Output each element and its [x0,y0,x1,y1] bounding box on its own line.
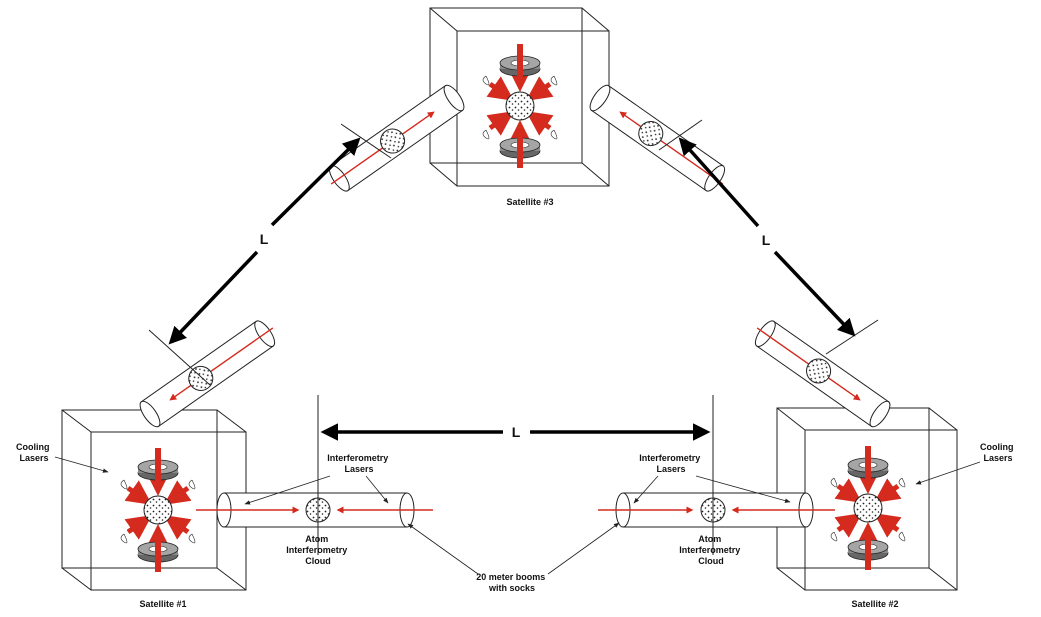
callout-booms: 20 meter booms with socks [407,522,620,593]
interf-right-line2: Lasers [656,464,685,474]
interf-left-line1: Interferometry [327,453,388,463]
svg-text:Interferometry Lasers: Interferometry Lasers [327,453,391,474]
cooling-right-line1: Cooling [980,442,1014,452]
svg-text:Atom Interferometry: Atom Interferometry Cloud [286,534,350,566]
satellite-2-label: Satellite #2 [851,599,898,609]
cooling-right-line2: Lasers [983,453,1012,463]
baseline-left: L [148,123,392,386]
distance-label-right: L [762,232,771,248]
baseline-right: L [658,119,879,355]
cooling-left-line2: Lasers [19,453,48,463]
callout-cooling-left: Cooling Lasers [16,442,109,473]
cloud-right-line3: Cloud [698,556,724,566]
satellite-3-boom-left [328,84,465,192]
cloud-left-line1: Atom [305,534,328,544]
booms-line1: 20 meter booms [476,572,545,582]
svg-text:Atom Interferometry: Atom Interferometry Cloud [679,534,743,566]
cloud-right-line2: Interferometry [679,545,740,555]
interf-right-line1: Interferometry [639,453,700,463]
interf-left-line2: Lasers [344,464,373,474]
callout-interferometry-right: Interferometry Lasers [633,453,791,504]
callout-interferometry-left: Interferometry Lasers [244,453,391,505]
baseline-bottom: L [317,395,714,555]
distance-label-bottom: L [512,424,521,440]
callout-cloud-right: Atom Interferometry Cloud [679,534,743,566]
svg-text:20 meter booms with sock: 20 meter booms with socks [476,572,548,593]
satellite-2-boom-horizontal [598,492,835,528]
satellite-1-label: Satellite #1 [139,599,186,609]
cloud-right-line1: Atom [698,534,721,544]
cloud-left-line3: Cloud [305,556,331,566]
satellite-3-boom-right [589,84,726,192]
cloud-left-line2: Interferometry [286,545,347,555]
svg-text:Interferometry Lasers: Interferometry Lasers [639,453,703,474]
booms-line2: with socks [488,583,535,593]
satellite-3-label: Satellite #3 [506,197,553,207]
svg-text:Cooling Lasers: Cooling Lasers [980,442,1016,463]
satellite-1-boom-upper [139,320,276,428]
satellite-1-boom-horizontal [196,492,433,528]
satellite-2-boom-upper [754,320,891,428]
svg-text:Cooling Lasers: Cooling Lasers [16,442,52,463]
cooling-left-line1: Cooling [16,442,50,452]
distance-label-left: L [260,231,269,247]
callout-cloud-left: Atom Interferometry Cloud [286,534,350,566]
callout-cooling-right: Cooling Lasers [915,442,1016,485]
